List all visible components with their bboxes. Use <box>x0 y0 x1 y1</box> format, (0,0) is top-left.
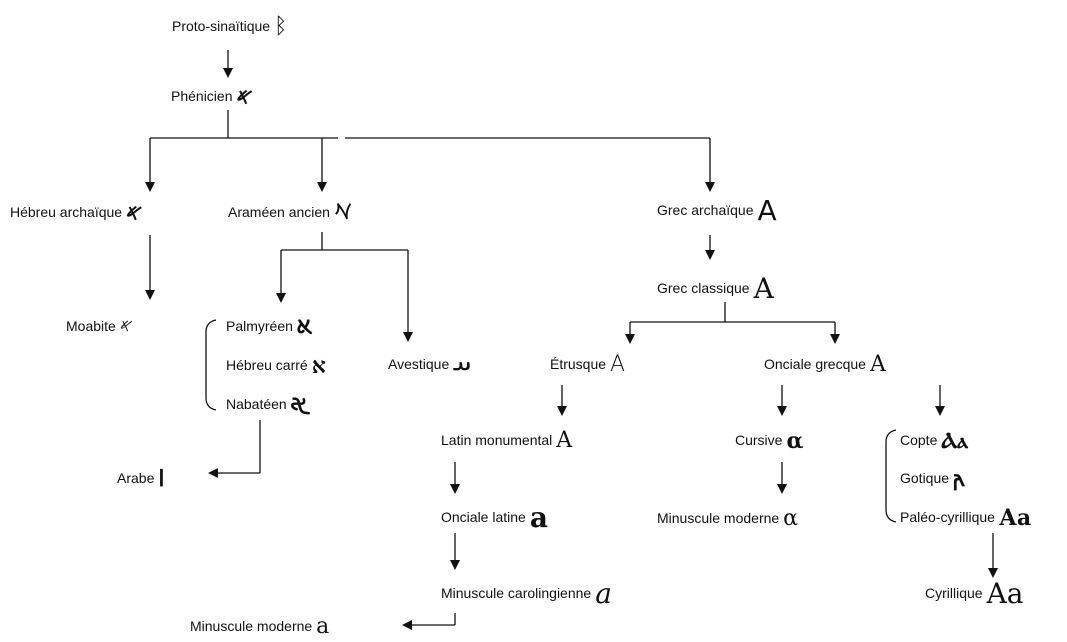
cursive-glyph-icon: α <box>786 428 804 455</box>
group-bracket-aramaic <box>205 319 217 411</box>
node-label: Moabite <box>66 318 116 334</box>
arrowhead <box>450 560 460 570</box>
arrowhead <box>988 568 998 578</box>
node-label: Copte <box>900 432 938 448</box>
avestan-glyph-icon: 𐬀 <box>453 352 471 379</box>
arrowhead <box>276 293 286 303</box>
etruscan-glyph-icon: A <box>610 352 626 378</box>
arrowhead <box>317 182 327 192</box>
group-bracket-greek-uncial <box>885 429 897 523</box>
node-label: Araméen ancien <box>228 204 330 220</box>
arrowhead <box>208 468 218 478</box>
arrowhead <box>557 406 567 416</box>
node-label: Proto-sinaïtique <box>172 18 271 34</box>
moabite-glyph-icon: 𐤀 <box>119 316 134 338</box>
arrowhead <box>705 250 715 260</box>
node-label: Onciale grecque <box>764 356 866 372</box>
arrowhead <box>705 182 715 192</box>
node-label: Arabe <box>117 470 155 486</box>
node-label: Cyrillique <box>925 585 983 601</box>
arrowhead <box>145 182 155 192</box>
node-label: Gotique <box>900 470 950 486</box>
node-label: Nabatéen <box>226 396 287 412</box>
arrowhead <box>935 406 945 416</box>
carolingian-minuscule-glyph-icon: a <box>595 577 612 611</box>
node-label: Minuscule carolingienne <box>441 585 592 601</box>
arrowhead <box>145 290 155 300</box>
aramaic-glyph-icon: 𐡀 <box>333 200 353 226</box>
latin-uncial-glyph-icon: a <box>529 501 548 535</box>
node-label: Grec archaïque <box>657 202 754 218</box>
nabataean-glyph-icon: 𐢀 <box>290 392 309 419</box>
monumental-latin-glyph-icon: A <box>556 428 573 454</box>
node-label: Minuscule moderne <box>657 510 780 526</box>
arrowhead <box>402 620 412 630</box>
proto-sinaitic-glyph-icon: ᛒ <box>274 14 288 40</box>
archaic-greek-glyph-icon: A <box>757 194 777 228</box>
arrowhead <box>777 406 787 416</box>
arrowhead <box>403 332 413 342</box>
arrowhead <box>450 484 460 494</box>
node-label: Étrusque <box>550 356 607 372</box>
modern-greek-minuscule-glyph-icon: α <box>783 506 799 532</box>
arabic-glyph-icon: ا <box>158 466 165 493</box>
gothic-glyph-icon: 𐌰 <box>953 466 965 493</box>
node-label: Cursive <box>735 432 783 448</box>
paleo-cyrillic-glyph-icon: Аа <box>998 505 1032 532</box>
classical-greek-glyph-icon: A <box>753 272 774 306</box>
arrowhead <box>625 334 635 344</box>
node-label: Minuscule moderne <box>190 618 313 634</box>
node-label: Onciale latine <box>441 509 526 525</box>
node-label: Hébreu archaïque <box>10 204 123 220</box>
arrowhead <box>777 484 787 494</box>
node-label: Latin monumental <box>441 432 553 448</box>
paleo-hebrew-glyph-icon: 𐤀 <box>126 200 143 227</box>
cyrillic-glyph-icon: Aa <box>986 577 1024 611</box>
modern-latin-minuscule-glyph-icon: a <box>316 614 330 640</box>
arrowhead <box>830 334 840 344</box>
greek-uncial-glyph-icon: A <box>869 352 886 378</box>
node-label: Hébreu carré <box>226 357 308 373</box>
arrowhead <box>223 68 233 78</box>
node-label: Phénicien <box>171 88 233 104</box>
node-label: Paléo-cyrillique <box>900 509 995 525</box>
coptic-glyph-icon: Ⲁⲁ <box>941 428 969 455</box>
phoenician-glyph-icon: 𐤀 <box>236 84 253 111</box>
node-label: Palmyréen <box>226 318 293 334</box>
node-label: Avestique <box>388 356 450 372</box>
palmyrene-glyph-icon: 𐡠 <box>296 314 313 341</box>
node-label: Grec classique <box>657 280 750 296</box>
square-hebrew-glyph-icon: א <box>311 353 326 380</box>
